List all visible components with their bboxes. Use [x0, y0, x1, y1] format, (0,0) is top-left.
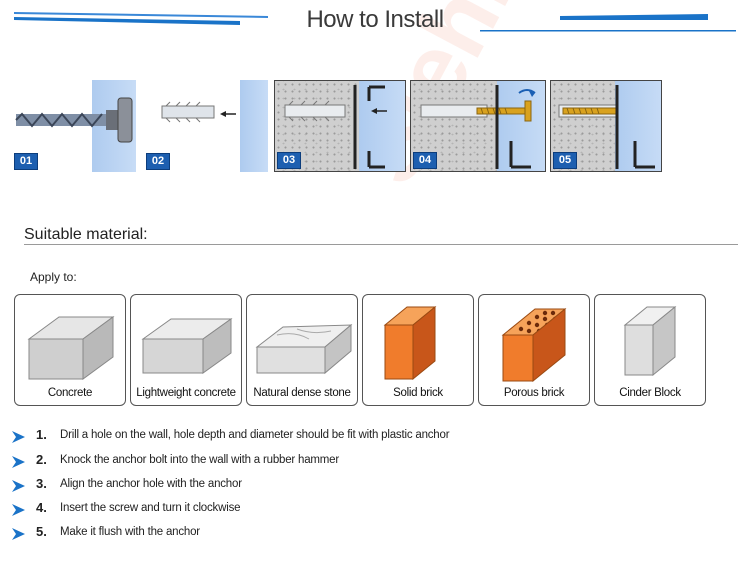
material-card-porous-brick: Porous brick	[478, 294, 590, 406]
material-name: Natural dense stone	[253, 387, 351, 399]
anchor-in-wall-icon	[284, 85, 387, 169]
drill-icon	[15, 97, 133, 143]
step-panel-5: 05	[550, 80, 662, 172]
header-left-accent	[14, 12, 268, 25]
installation-steps-strip: 01 02 03	[12, 80, 662, 172]
instruction-text: Make it flush with the anchor	[60, 526, 200, 538]
instruction-number: 1.	[36, 427, 47, 442]
page-title: How to Install	[306, 6, 444, 33]
lightweight-concrete-icon	[141, 318, 233, 374]
material-card-solid-brick: Solid brick	[362, 294, 474, 406]
material-card-concrete: Concrete	[14, 294, 126, 406]
screw-driving-icon	[420, 85, 536, 169]
material-name: Concrete	[47, 387, 93, 399]
anchor-flush-icon	[558, 85, 655, 169]
natural-stone-icon	[255, 323, 353, 375]
materials-section-title: Suitable material:	[24, 226, 148, 243]
step-panel-1: 01	[12, 80, 136, 172]
instruction-number: 3.	[36, 476, 47, 491]
step-number-5: 05	[553, 152, 577, 169]
material-name: Lightweight concrete	[136, 387, 236, 399]
chevron-right-icon	[12, 431, 25, 443]
material-card-cinder-block: Cinder Block	[594, 294, 706, 406]
step-panel-4: 04	[410, 80, 546, 172]
section-divider	[24, 244, 738, 245]
instruction-text: Knock the anchor bolt into the wall with…	[60, 454, 340, 466]
step-number-4: 04	[413, 152, 437, 169]
step-number-1: 01	[14, 153, 38, 170]
concrete-block-icon	[27, 316, 115, 380]
chevron-right-icon	[12, 480, 25, 492]
instruction-number: 4.	[36, 500, 47, 515]
instruction-number: 5.	[36, 524, 47, 539]
step-panel-3: 03	[274, 80, 406, 172]
instruction-number: 2.	[36, 452, 47, 467]
apply-to-label: Apply to:	[30, 270, 77, 284]
porous-brick-icon	[501, 307, 567, 383]
step-panel-2: 02	[144, 80, 268, 172]
instruction-text: Drill a hole on the wall, hole depth and…	[60, 429, 450, 441]
chevron-right-icon	[12, 456, 25, 468]
material-card-natural-dense-stone: Natural dense stone	[246, 294, 358, 406]
step-number-3: 03	[277, 152, 301, 169]
material-name: Porous brick	[503, 387, 565, 399]
material-name: Solid brick	[393, 387, 443, 399]
solid-brick-icon	[383, 305, 437, 381]
material-name: Cinder Block	[619, 387, 681, 399]
instruction-text: Insert the screw and turn it clockwise	[60, 502, 241, 514]
step-number-2: 02	[146, 153, 170, 170]
header-right-accent	[480, 14, 736, 32]
plastic-anchor-icon	[161, 101, 236, 123]
material-card-lightweight-concrete: Lightweight concrete	[130, 294, 242, 406]
chevron-right-icon	[12, 504, 25, 516]
chevron-right-icon	[12, 528, 25, 540]
cinder-block-icon	[623, 305, 677, 377]
instruction-text: Align the anchor hole with the anchor	[60, 478, 242, 490]
